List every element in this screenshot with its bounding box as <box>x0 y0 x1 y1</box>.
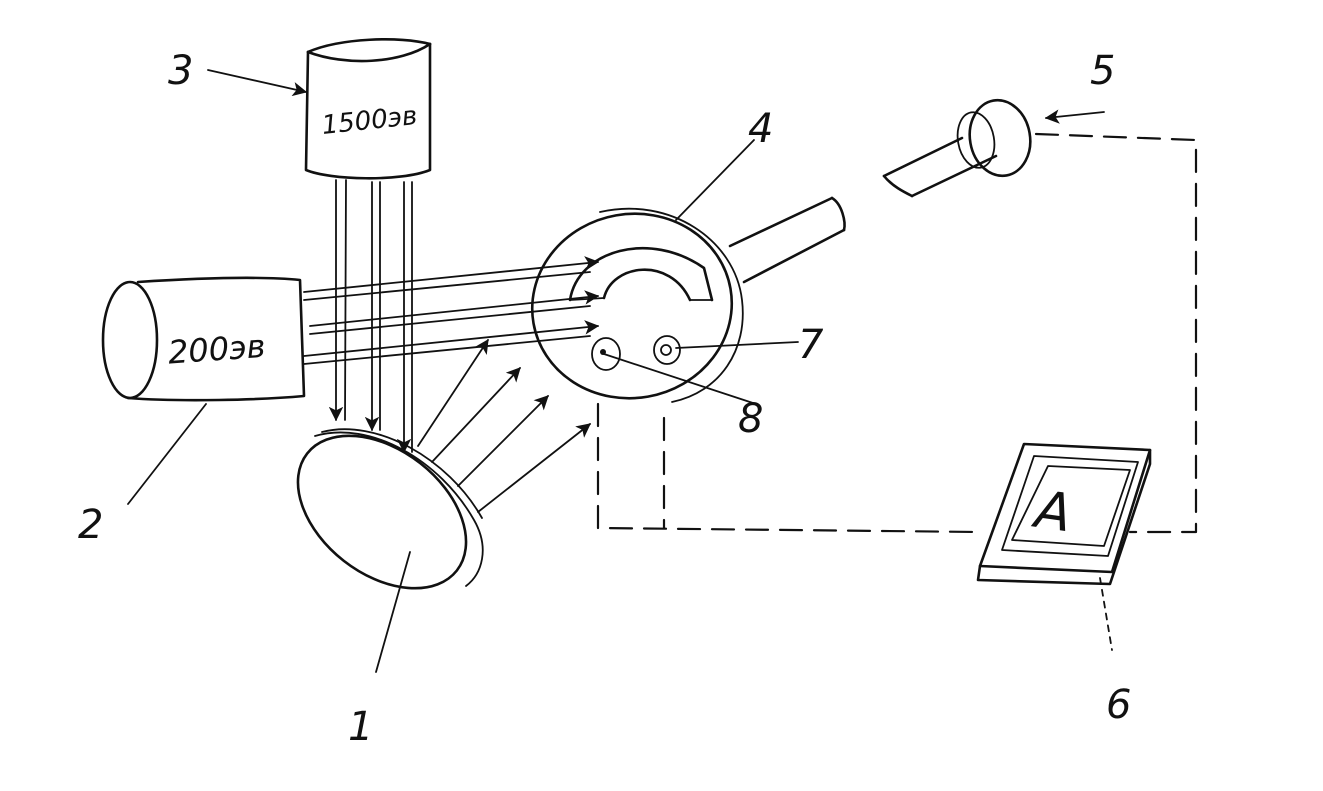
electron-gun-energy-label: 1500эв <box>320 101 418 141</box>
signal-wiring <box>596 132 1198 534</box>
ion-gun-energy-label: 200эв <box>167 327 267 372</box>
label-2: 2 <box>78 502 103 548</box>
label-4: 4 <box>748 106 773 152</box>
label-6: 6 <box>1106 682 1131 728</box>
analyser-tube <box>728 196 846 284</box>
electron-gun-1500 <box>304 38 432 180</box>
label-7: 7 <box>798 322 824 368</box>
sample-disc <box>296 428 484 590</box>
display-graph-glyph: A <box>1029 480 1076 545</box>
label-5: 5 <box>1090 48 1115 94</box>
detector <box>882 98 1032 198</box>
label-1: 1 <box>348 704 373 750</box>
label-8: 8 <box>738 396 763 442</box>
ion-beams <box>303 256 600 365</box>
ion-gun-200 <box>101 276 306 402</box>
leader-lines <box>127 69 1113 673</box>
display-monitor <box>976 442 1152 586</box>
analyser-disc <box>530 207 744 403</box>
reflected-beams <box>417 338 591 513</box>
label-3: 3 <box>168 48 193 94</box>
